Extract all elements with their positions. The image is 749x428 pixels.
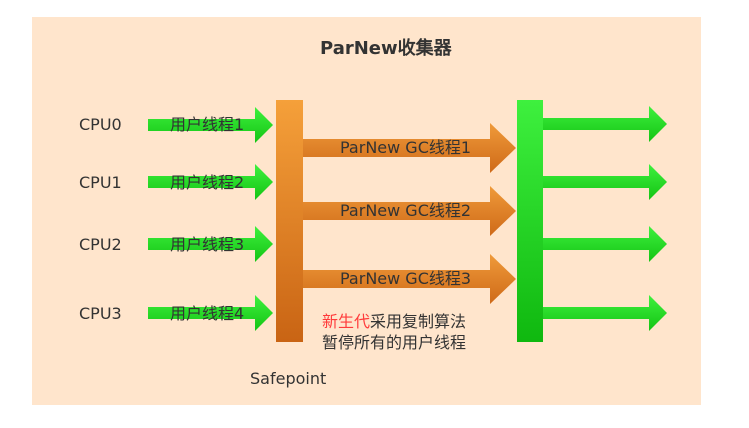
safepoint-label: Safepoint bbox=[250, 369, 327, 388]
gc-thread-label: ParNew GC线程2 bbox=[340, 201, 472, 220]
note-line1-rest: 采用复制算法 bbox=[370, 312, 467, 331]
note-line2: 暂停所有的用户线程 bbox=[322, 333, 467, 352]
cpu-label: CPU3 bbox=[79, 304, 122, 323]
gc-thread-arrow bbox=[303, 123, 516, 173]
user-thread-arrow bbox=[148, 164, 273, 200]
resume-bar bbox=[517, 100, 543, 342]
user-thread-arrow bbox=[148, 295, 273, 331]
user-thread-label: 用户线程3 bbox=[170, 235, 245, 254]
diagram-title: ParNew收集器 bbox=[320, 38, 452, 59]
gc-thread-arrow bbox=[303, 186, 516, 236]
resumed-thread-arrow bbox=[543, 295, 667, 331]
cpu-label: CPU0 bbox=[79, 115, 122, 134]
gc-thread-arrow bbox=[303, 254, 516, 304]
resumed-thread-arrow bbox=[543, 164, 667, 200]
safepoint-bar bbox=[276, 100, 303, 342]
gc-note: 新生代采用复制算法 暂停所有的用户线程 bbox=[322, 311, 466, 353]
gc-thread-label: ParNew GC线程1 bbox=[340, 138, 472, 157]
note-highlight: 新生代 bbox=[322, 312, 371, 331]
cpu-label: CPU2 bbox=[79, 235, 122, 254]
resumed-thread-arrow bbox=[543, 226, 667, 262]
user-thread-arrow bbox=[148, 107, 273, 143]
user-thread-arrow bbox=[148, 226, 273, 262]
gc-thread-label: ParNew GC线程3 bbox=[340, 269, 472, 288]
user-thread-label: 用户线程2 bbox=[170, 173, 245, 192]
cpu-label: CPU1 bbox=[79, 173, 122, 192]
resumed-thread-arrow bbox=[543, 106, 667, 142]
user-thread-label: 用户线程1 bbox=[170, 115, 245, 134]
user-thread-label: 用户线程4 bbox=[170, 304, 245, 323]
